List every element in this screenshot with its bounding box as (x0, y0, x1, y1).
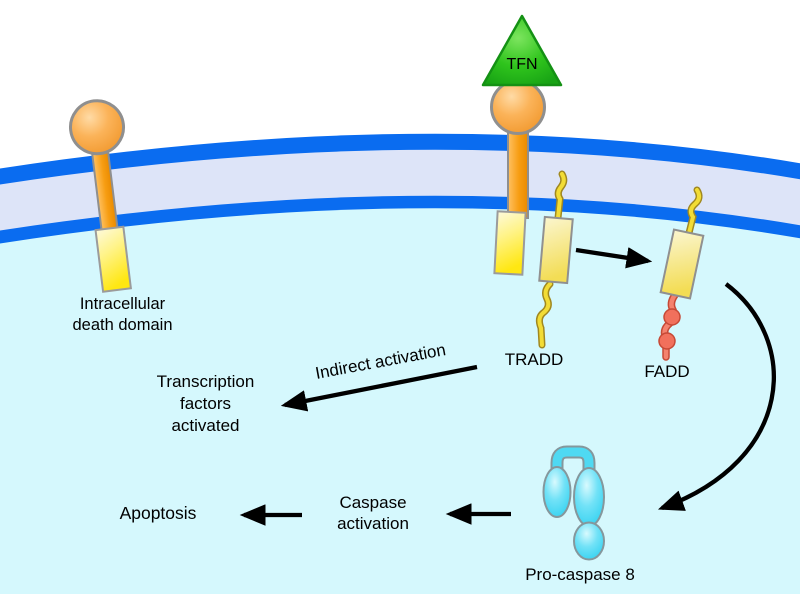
intracellular-death-domain-label: Intracellular death domain (72, 295, 173, 334)
pro-caspase-8-protein (542, 445, 605, 561)
fadd-label: FADD (644, 362, 690, 381)
receptor-left-head (69, 99, 126, 156)
receptor-right (481, 14, 563, 276)
fadd-body (659, 228, 705, 300)
pro-caspase-8-label: Pro-caspase 8 (525, 565, 635, 584)
receptor-right-head (490, 79, 546, 135)
procaspase-linker (552, 447, 594, 474)
tradd-protein (535, 170, 574, 349)
arrow-indirect-activation (280, 364, 478, 412)
death-domain-right (493, 210, 527, 276)
tradd-tail-top-fill (556, 172, 566, 220)
procaspase-lobe-bottom (573, 521, 605, 561)
apoptosis-label: Apoptosis (119, 503, 197, 523)
tradd-body (538, 215, 574, 285)
tradd-label: TRADD (504, 350, 564, 369)
fadd-tail-top-fill (687, 188, 702, 235)
tfn-ligand-label: TFN (506, 56, 538, 73)
caspase-activation-label: Caspase activation (337, 493, 409, 533)
transcription-factors-label: Transcription factors activated (156, 372, 255, 435)
fadd-protein (658, 186, 705, 361)
receptor-left (69, 99, 133, 293)
death-domain-left (94, 225, 133, 293)
procaspase-lobe-right (573, 467, 605, 527)
tradd-tail-bottom-fill (537, 282, 552, 347)
procaspase-lobe-left (542, 466, 572, 518)
arrow-tradd-to-fadd (575, 247, 653, 269)
fadd-tail-bead-1 (663, 308, 681, 326)
tfn-ligand-triangle (481, 14, 563, 87)
fadd-tail-bead-2 (658, 332, 676, 350)
arrow-fadd-to-procaspase (657, 282, 776, 511)
